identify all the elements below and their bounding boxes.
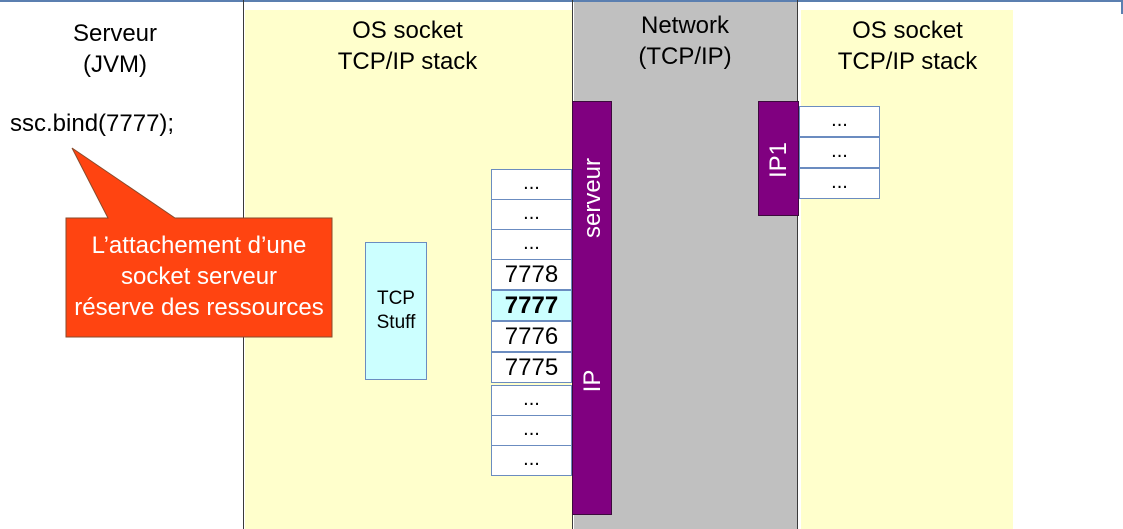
port-slot: ... <box>491 229 572 260</box>
port-7777-highlighted: 7777 <box>491 290 572 321</box>
port-slot: ... <box>491 415 572 446</box>
server-title: Serveur (JVM) <box>72 20 158 78</box>
port-slot: ... <box>491 169 572 200</box>
frame-top-border <box>0 0 1123 2</box>
callout-text: L’attachement d’une socket serveur réser… <box>74 232 324 321</box>
right-stack-title: OS socket TCP/IP stack <box>837 17 978 75</box>
left-stack-title: OS socket TCP/IP stack <box>337 17 478 75</box>
network-title: Network (TCP/IP) <box>638 12 732 70</box>
server-bar-label: serveur <box>579 157 606 239</box>
client-ip-bar <box>758 101 799 216</box>
frame-right-border <box>1121 0 1123 14</box>
tcp-stuff-box: TCP Stuff <box>365 242 427 380</box>
client-port-slot: ... <box>799 168 880 199</box>
port-7775: 7775 <box>491 352 572 383</box>
right-stack-panel <box>801 10 1013 529</box>
port-slot: ... <box>491 385 572 416</box>
client-ip-label: IP1 <box>765 141 792 179</box>
port-slot: ... <box>491 199 572 230</box>
port-7778: 7778 <box>491 259 572 290</box>
port-7776: 7776 <box>491 321 572 352</box>
port-slot: ... <box>491 445 572 476</box>
server-ip-bar <box>572 101 612 515</box>
divider-network-right <box>797 0 798 529</box>
bind-code-line: ssc.bind(7777); <box>10 110 175 137</box>
client-port-slot: ... <box>799 106 880 137</box>
client-port-slot: ... <box>799 137 880 168</box>
server-ip-label: IP <box>579 369 606 393</box>
